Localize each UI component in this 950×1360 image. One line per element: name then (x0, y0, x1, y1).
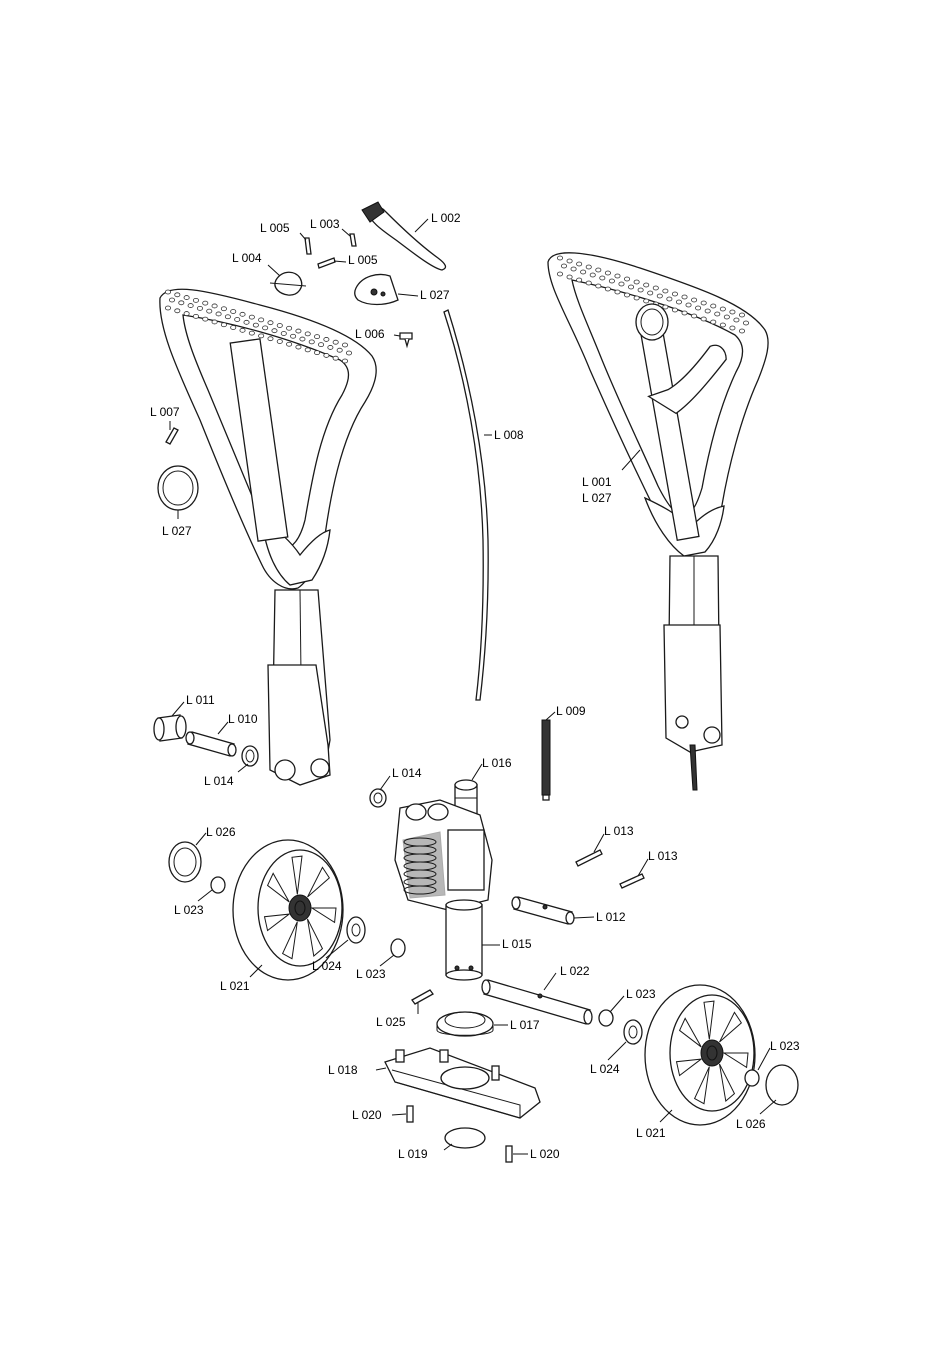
part-l026-wheel-cap-right (766, 1065, 798, 1105)
part-l014-bushing-center (370, 789, 386, 807)
label-l021-left: L 021 (220, 979, 250, 993)
label-l027-left: L 027 (162, 524, 192, 538)
label-l024-right: L 024 (590, 1062, 620, 1076)
part-l012-axle (512, 897, 574, 924)
label-l025: L 025 (376, 1015, 406, 1029)
label-l026-left: L 026 (206, 825, 236, 839)
part-l011-bushing (154, 715, 186, 741)
part-l004-roller (270, 272, 306, 295)
label-l027-right: L 027 (582, 491, 612, 505)
label-l003: L 003 (310, 217, 340, 231)
part-l025-pin (412, 990, 433, 1004)
part-l017-bearing-ring (437, 1012, 493, 1036)
label-l024-left: L 024 (312, 959, 342, 973)
label-l023-right-outer: L 023 (770, 1039, 800, 1053)
part-l024-washer-left (347, 917, 365, 943)
part-l005-pin-upper (305, 238, 311, 254)
part-l021-wheel-right (645, 985, 755, 1125)
part-l009-threaded-rod (542, 720, 550, 800)
label-l023-right-inner: L 023 (626, 987, 656, 1001)
label-l022: L 022 (560, 964, 590, 978)
label-l016: L 016 (482, 756, 512, 770)
part-l023-snap-ring-left-outer (211, 877, 225, 893)
label-l013-lower: L 013 (648, 849, 678, 863)
part-l023-snap-ring-right-inner (599, 1010, 613, 1026)
label-l018: L 018 (328, 1063, 358, 1077)
part-l006-screw (400, 333, 412, 346)
label-l002: L 002 (431, 211, 461, 225)
left-handle-frame (160, 289, 376, 785)
part-l027-seal-ring-left (158, 466, 198, 510)
label-l001: L 001 (582, 475, 612, 489)
label-l021-right: L 021 (636, 1126, 666, 1140)
part-l013-pin-lower (620, 874, 644, 888)
part-l020-pin-right (506, 1146, 512, 1162)
label-l015: L 015 (502, 937, 532, 951)
part-l027-cover-plate (355, 275, 398, 305)
label-l005-lower: L 005 (348, 253, 378, 267)
label-l014-left: L 014 (204, 774, 234, 788)
label-l023-left-inner: L 023 (356, 967, 386, 981)
label-l019: L 019 (398, 1147, 428, 1161)
label-l026-right: L 026 (736, 1117, 766, 1131)
part-l014-bushing-left (242, 746, 258, 766)
label-l012: L 012 (596, 910, 626, 924)
part-l024-washer-right (624, 1020, 642, 1044)
label-l011: L 011 (186, 693, 215, 707)
label-l023-left-outer: L 023 (174, 903, 204, 917)
label-l017: L 017 (510, 1018, 540, 1032)
part-l020-pin-left (407, 1106, 413, 1122)
label-l004: L 004 (232, 251, 262, 265)
part-l023-snap-ring-right-outer (745, 1070, 759, 1086)
label-l027-top: L 027 (420, 288, 450, 302)
part-l026-wheel-cap-left (169, 842, 201, 882)
label-l020-right: L 020 (530, 1147, 560, 1161)
part-l013-pin-upper (576, 850, 602, 866)
part-l015-pump-cylinder (446, 900, 482, 980)
part-l010-sleeve (186, 732, 236, 756)
part-l007-pin (166, 428, 178, 444)
part-l003-pin (350, 234, 356, 246)
label-l007: L 007 (150, 405, 180, 419)
label-l005-upper: L 005 (260, 221, 290, 235)
label-l008: L 008 (494, 428, 524, 442)
label-l006: L 006 (355, 327, 385, 341)
part-l008-rod (444, 310, 488, 700)
label-l009: L 009 (556, 704, 586, 718)
label-l020-left: L 020 (352, 1108, 382, 1122)
label-l014-center: L 014 (392, 766, 422, 780)
part-l023-snap-ring-left-inner (391, 939, 405, 957)
part-l005-pin-lower (318, 258, 335, 268)
label-l013-upper: L 013 (604, 824, 634, 838)
part-pump-body (395, 800, 492, 910)
label-l010: L 010 (228, 712, 258, 726)
